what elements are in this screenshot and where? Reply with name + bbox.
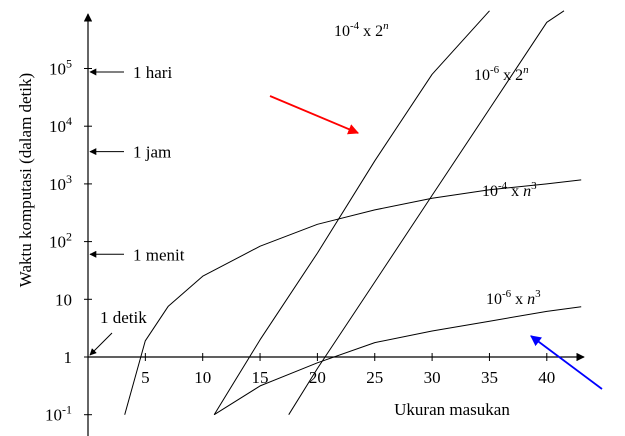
time-annotations: 1 hari 1 jam 1 menit 1 detik — [89, 63, 185, 356]
pointer-arrow — [530, 335, 603, 390]
series-label: 10-4 x 2n — [334, 20, 389, 40]
pointer-arrows — [269, 95, 603, 390]
annotation-label: 1 detik — [100, 308, 147, 327]
x-tick-label: 40 — [538, 368, 555, 387]
series-curves — [124, 10, 582, 416]
y-tick-label: 105 — [49, 57, 72, 79]
pointer-arrow — [269, 95, 359, 135]
series-line — [124, 179, 582, 415]
series-label: 10-6 x n3 — [486, 288, 541, 308]
x-tick-label: 15 — [252, 368, 269, 387]
y-tick-label: 1 — [64, 348, 73, 367]
y-tick-label: 10-1 — [45, 403, 72, 425]
x-tick-label: 5 — [141, 368, 150, 387]
y-tick-label: 103 — [49, 172, 72, 194]
x-tick-label: 30 — [424, 368, 441, 387]
y-tick-label: 102 — [49, 230, 72, 252]
annotation-label: 1 hari — [133, 63, 172, 82]
x-tick-label: 10 — [194, 368, 211, 387]
x-tick-label: 20 — [309, 368, 326, 387]
series-label: 10-4 x n3 — [482, 180, 537, 200]
x-axis-label: Ukuran masukan — [394, 400, 510, 419]
y-axis-label: Waktu komputasi (dalam detik) — [16, 73, 35, 287]
x-tick-label: 25 — [366, 368, 383, 387]
series-line — [288, 10, 565, 415]
annotation-arrow — [89, 332, 113, 356]
annotation-label: 1 jam — [133, 143, 171, 162]
series-line — [213, 306, 582, 416]
series-label: 10-6 x 2n — [474, 64, 529, 84]
annotation-label: 1 menit — [133, 245, 185, 264]
series-labels: 10-4 x 2n 10-6 x 2n 10-4 x n3 10-6 x n3 — [334, 20, 541, 308]
x-tick-label: 35 — [481, 368, 498, 387]
y-tick-label: 104 — [49, 114, 72, 136]
series-line — [213, 10, 490, 415]
y-tick-label: 10 — [55, 290, 72, 309]
axis-ticks: 5 10 15 20 25 30 35 40 10-1 1 10 102 103 104 105 — [45, 57, 555, 425]
